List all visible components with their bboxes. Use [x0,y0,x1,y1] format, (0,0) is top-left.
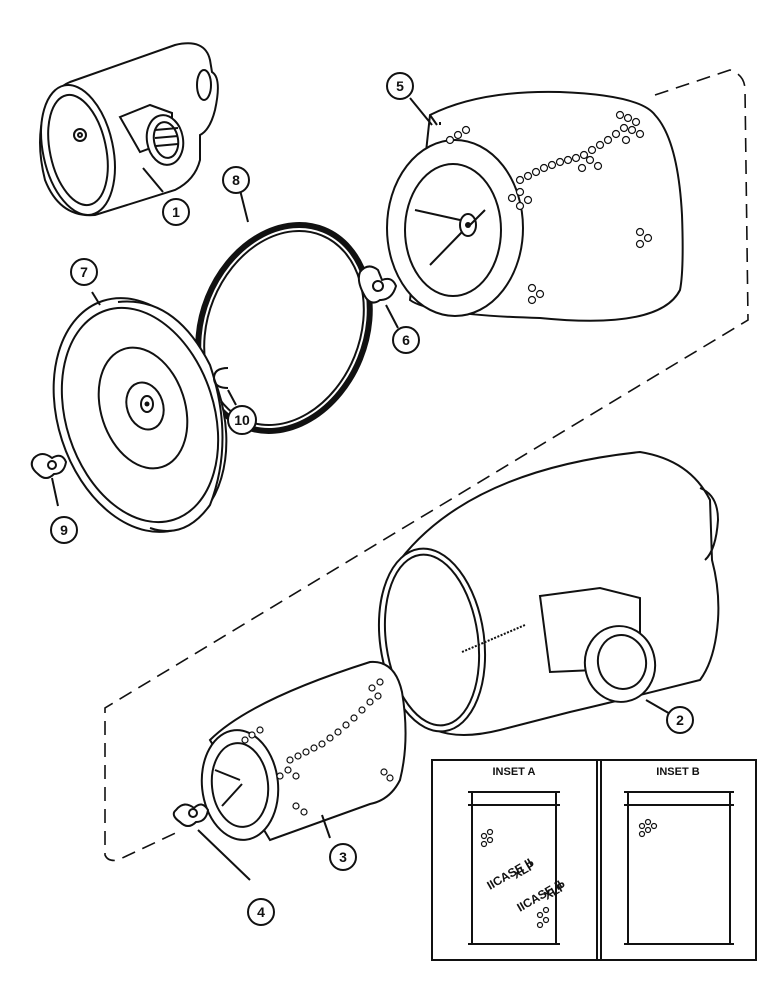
inset-a-title: INSET A [493,766,536,778]
svg-text:7: 7 [80,264,88,280]
svg-text:10: 10 [234,412,250,428]
callout-6: 6 [392,326,420,354]
svg-text:8: 8 [232,172,240,188]
filter-perforation-dots-part3 [241,678,394,816]
callout-5: 5 [386,72,433,126]
air-cleaner-housing [377,450,720,736]
callout-7: 7 [70,258,98,286]
wing-nut-filter [172,803,251,881]
callout-10: 10 [227,405,257,435]
wing-nut-upper [357,265,399,329]
inset-b-filter-element [624,791,734,945]
inset-a-filter-element: IICASE II XLP IICASE II XLP [468,791,569,945]
wing-nut-cover [30,453,68,507]
filter-perforation-dots-part5 [445,110,653,305]
callout-3: 3 [329,843,357,871]
inset-panel: INSET A INSET B IICASE II XLP IICASE II … [431,759,757,961]
callout-4: 4 [247,898,275,926]
svg-text:1: 1 [172,204,180,220]
svg-text:6: 6 [402,332,410,348]
svg-text:4: 4 [257,904,265,920]
inset-b-title: INSET B [656,766,699,778]
callout-9: 9 [50,516,78,544]
retaining-clip [212,367,237,406]
assembly-guide-line-upper [104,69,749,862]
callout-2: 2 [666,706,694,734]
svg-text:2: 2 [676,712,684,728]
callout-1: 1 [162,198,190,226]
air-cleaner-cover [52,291,228,533]
callout-8: 8 [222,166,250,194]
svg-text:5: 5 [396,78,404,94]
svg-text:9: 9 [60,522,68,538]
svg-text:3: 3 [339,849,347,865]
leader-8 [239,189,249,223]
primary-filter-element [386,90,684,322]
air-cleaner-assembly-small [39,42,219,217]
